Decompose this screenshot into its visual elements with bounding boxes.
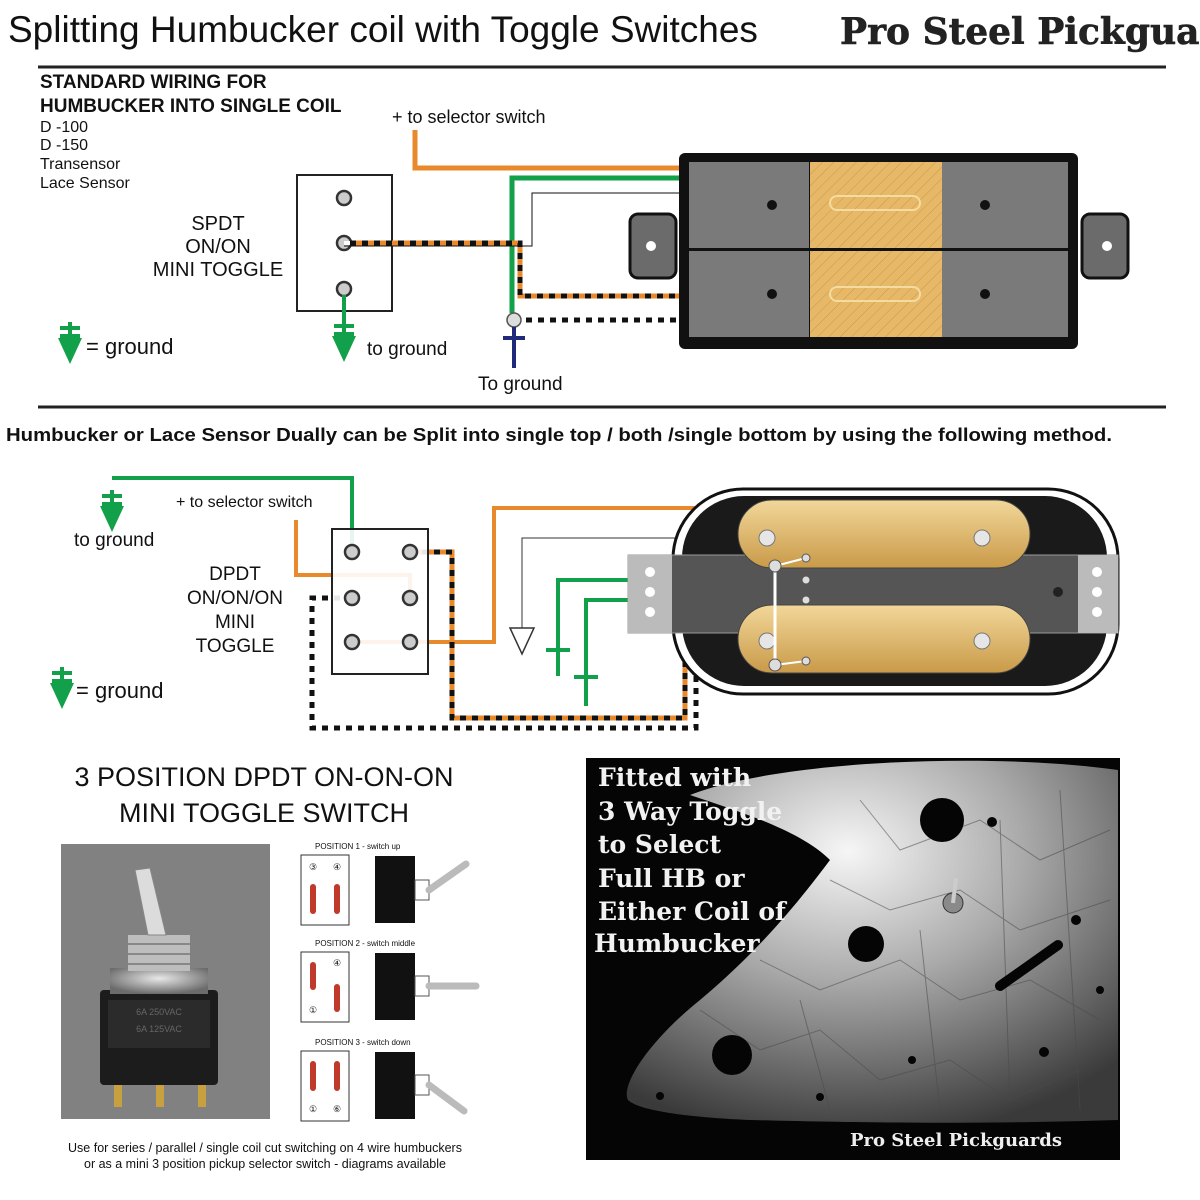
svg-text:Humbucker: Humbucker — [594, 929, 760, 958]
svg-text:HUMBUCKER INTO SINGLE COIL: HUMBUCKER INTO SINGLE COIL — [40, 96, 342, 117]
model-list: D -100 D -150 Transensor Lace Sensor — [40, 119, 131, 192]
svg-text:MINI: MINI — [215, 612, 255, 633]
spdt-label: SPDT ON/ON MINI TOGGLE — [153, 213, 283, 281]
svg-text:Pro Steel Pickguards: Pro Steel Pickguards — [840, 11, 1200, 53]
svg-text:D -100: D -100 — [40, 119, 88, 136]
section3-footer: Use for series / parallel / single coil … — [68, 1141, 462, 1171]
to-selector-label-1: + to selector switch — [392, 107, 546, 127]
dpdt-lugs — [343, 543, 419, 651]
svg-text:④: ④ — [333, 958, 341, 968]
svg-text:③: ③ — [309, 862, 317, 872]
section2-intro: Humbucker or Lace Sensor Dually can be S… — [6, 424, 1112, 445]
brand-logo: Pro Steel Pickguards — [840, 11, 1200, 54]
svg-text:POSITION 3 - switch down: POSITION 3 - switch down — [315, 1038, 411, 1047]
pickguard-photo: Pro Steel Pickguards — [586, 758, 1120, 1160]
svg-text:3 Way Toggle: 3 Way Toggle — [598, 797, 782, 826]
to-ground-label-1: to ground — [367, 339, 447, 360]
svg-text:①: ① — [309, 1005, 317, 1015]
svg-text:ON/ON: ON/ON — [185, 236, 251, 258]
svg-text:or as a mini 3 position pickup: or as a mini 3 position pickup selector … — [84, 1157, 446, 1171]
ground-legend-1 — [56, 320, 84, 366]
humbucker-pickup-1 — [628, 153, 1130, 349]
ground-top-left — [98, 488, 126, 534]
photo-caption: Fitted with 3 Way Toggle to Select Full … — [594, 763, 788, 958]
wire-white-green — [509, 175, 690, 313]
wire-orange-selector — [412, 130, 690, 171]
to-ground-label-3: to ground — [74, 530, 154, 551]
svg-text:⑥: ⑥ — [333, 1104, 341, 1114]
svg-text:POSITION 2 - switch middle: POSITION 2 - switch middle — [315, 939, 416, 948]
svg-text:①: ① — [309, 1104, 317, 1114]
navy-ground-symbol — [503, 312, 525, 368]
dpdt-label: DPDT ON/ON/ON MINI TOGGLE — [187, 564, 283, 657]
position-diagrams: POSITION 1 - switch up ③ ④ POSITION 2 - … — [300, 842, 480, 1122]
svg-text:ON/ON/ON: ON/ON/ON — [187, 588, 283, 609]
svg-text:3 POSITION DPDT ON-ON-ON: 3 POSITION DPDT ON-ON-ON — [74, 762, 453, 792]
svg-text:SPDT: SPDT — [191, 213, 244, 235]
to-ground-label-2: To ground — [478, 374, 563, 395]
svg-text:= ground: = ground — [76, 678, 163, 703]
svg-text:= ground: = ground — [86, 334, 173, 359]
dpdt-title: 3 POSITION DPDT ON-ON-ON MINI TOGGLE SWI… — [74, 762, 453, 828]
svg-text:DPDT: DPDT — [209, 564, 261, 585]
svg-text:Full HB or: Full HB or — [598, 864, 745, 893]
svg-text:6A 250VAC: 6A 250VAC — [136, 1007, 182, 1017]
svg-text:MINI TOGGLE SWITCH: MINI TOGGLE SWITCH — [119, 798, 409, 828]
svg-text:Either Coil of: Either Coil of — [598, 897, 788, 926]
svg-text:D -150: D -150 — [40, 137, 88, 154]
svg-text:Fitted with: Fitted with — [598, 763, 751, 792]
wire-green-top — [112, 476, 354, 552]
svg-text:to Select: to Select — [598, 830, 722, 859]
svg-text:POSITION 1 - switch up: POSITION 1 - switch up — [315, 842, 401, 851]
svg-text:Transensor: Transensor — [40, 156, 121, 173]
svg-text:Lace Sensor: Lace Sensor — [40, 175, 131, 192]
humbucker-pickup-2 — [627, 487, 1120, 696]
svg-text:Use for series / parallel / si: Use for series / parallel / single coil … — [68, 1141, 462, 1155]
svg-text:6A 125VAC: 6A 125VAC — [136, 1024, 182, 1034]
svg-text:Pro Steel Pickguards: Pro Steel Pickguards — [850, 1130, 1062, 1151]
to-selector-label-3: + to selector switch — [176, 494, 313, 511]
page-title: Splitting Humbucker coil with Toggle Swi… — [8, 9, 758, 50]
svg-text:STANDARD WIRING FOR: STANDARD WIRING FOR — [40, 72, 267, 93]
toggle-switch-photo: 6A 250VAC 6A 125VAC — [61, 844, 270, 1119]
svg-text:TOGGLE: TOGGLE — [196, 636, 275, 657]
ground-legend-2 — [48, 665, 76, 711]
svg-text:MINI TOGGLE: MINI TOGGLE — [153, 259, 283, 281]
section1-heading: STANDARD WIRING FOR HUMBUCKER INTO SINGL… — [40, 72, 342, 117]
svg-text:④: ④ — [333, 862, 341, 872]
